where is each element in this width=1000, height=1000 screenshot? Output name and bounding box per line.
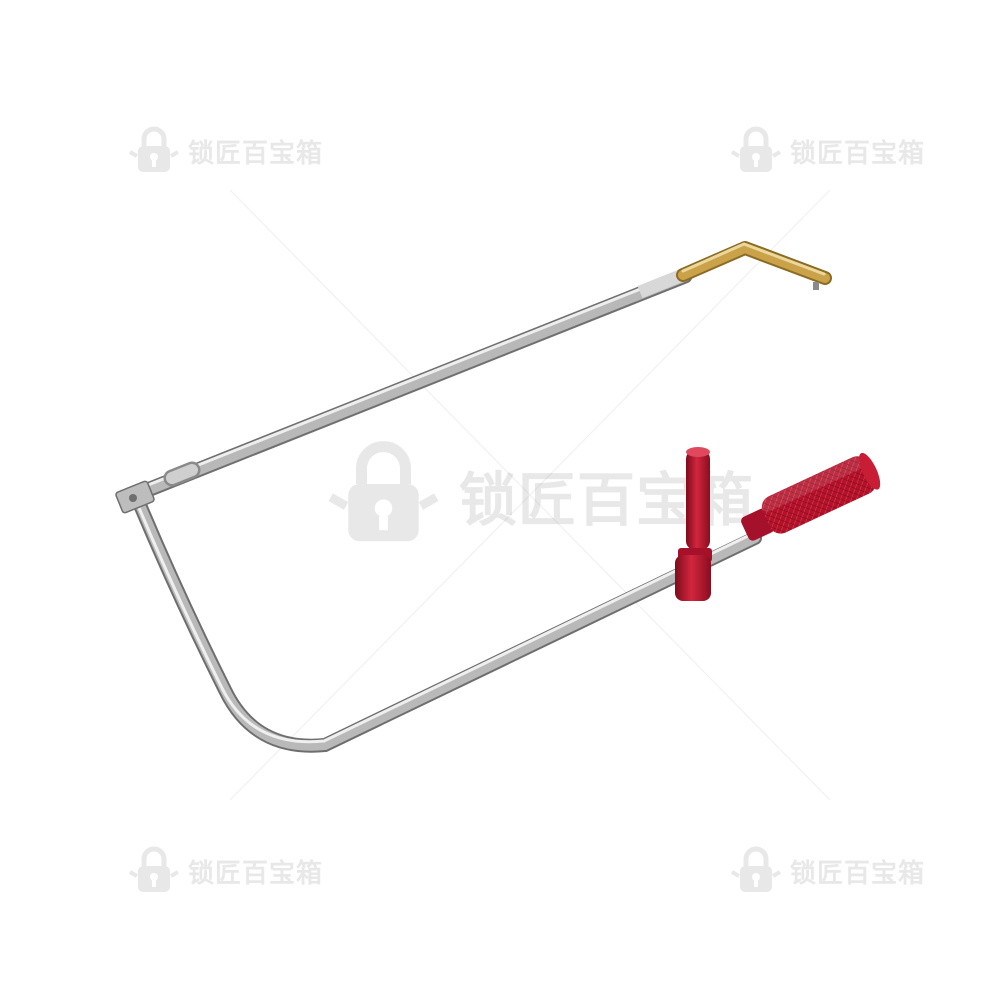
watermark-text: 锁匠百宝箱 [188, 138, 324, 169]
watermark-bottom-right: 锁匠百宝箱 [730, 846, 925, 896]
padlock-wrench-logo-icon [731, 846, 781, 892]
watermark-top-left: 锁匠百宝箱 [128, 126, 323, 176]
watermark-text: 锁匠百宝箱 [790, 858, 926, 889]
hinge-joint [115, 461, 201, 514]
brass-hook-tip [676, 241, 832, 290]
watermark-text: 锁匠百宝箱 [188, 858, 324, 889]
red-t-bar-handle[interactable] [675, 447, 712, 601]
watermark-bottom-left: 锁匠百宝箱 [128, 846, 323, 896]
watermark-top-right: 锁匠百宝箱 [730, 126, 925, 176]
padlock-wrench-logo-icon [731, 126, 781, 172]
padlock-wrench-logo-icon [129, 846, 179, 892]
upper-rod [122, 267, 693, 505]
watermark-text: 锁匠百宝箱 [790, 138, 926, 169]
padlock-wrench-logo-icon [129, 126, 179, 172]
lower-frame-rod [133, 498, 762, 753]
padlock-wrench-logo-icon [328, 441, 439, 542]
red-knurled-grip[interactable] [736, 450, 884, 548]
